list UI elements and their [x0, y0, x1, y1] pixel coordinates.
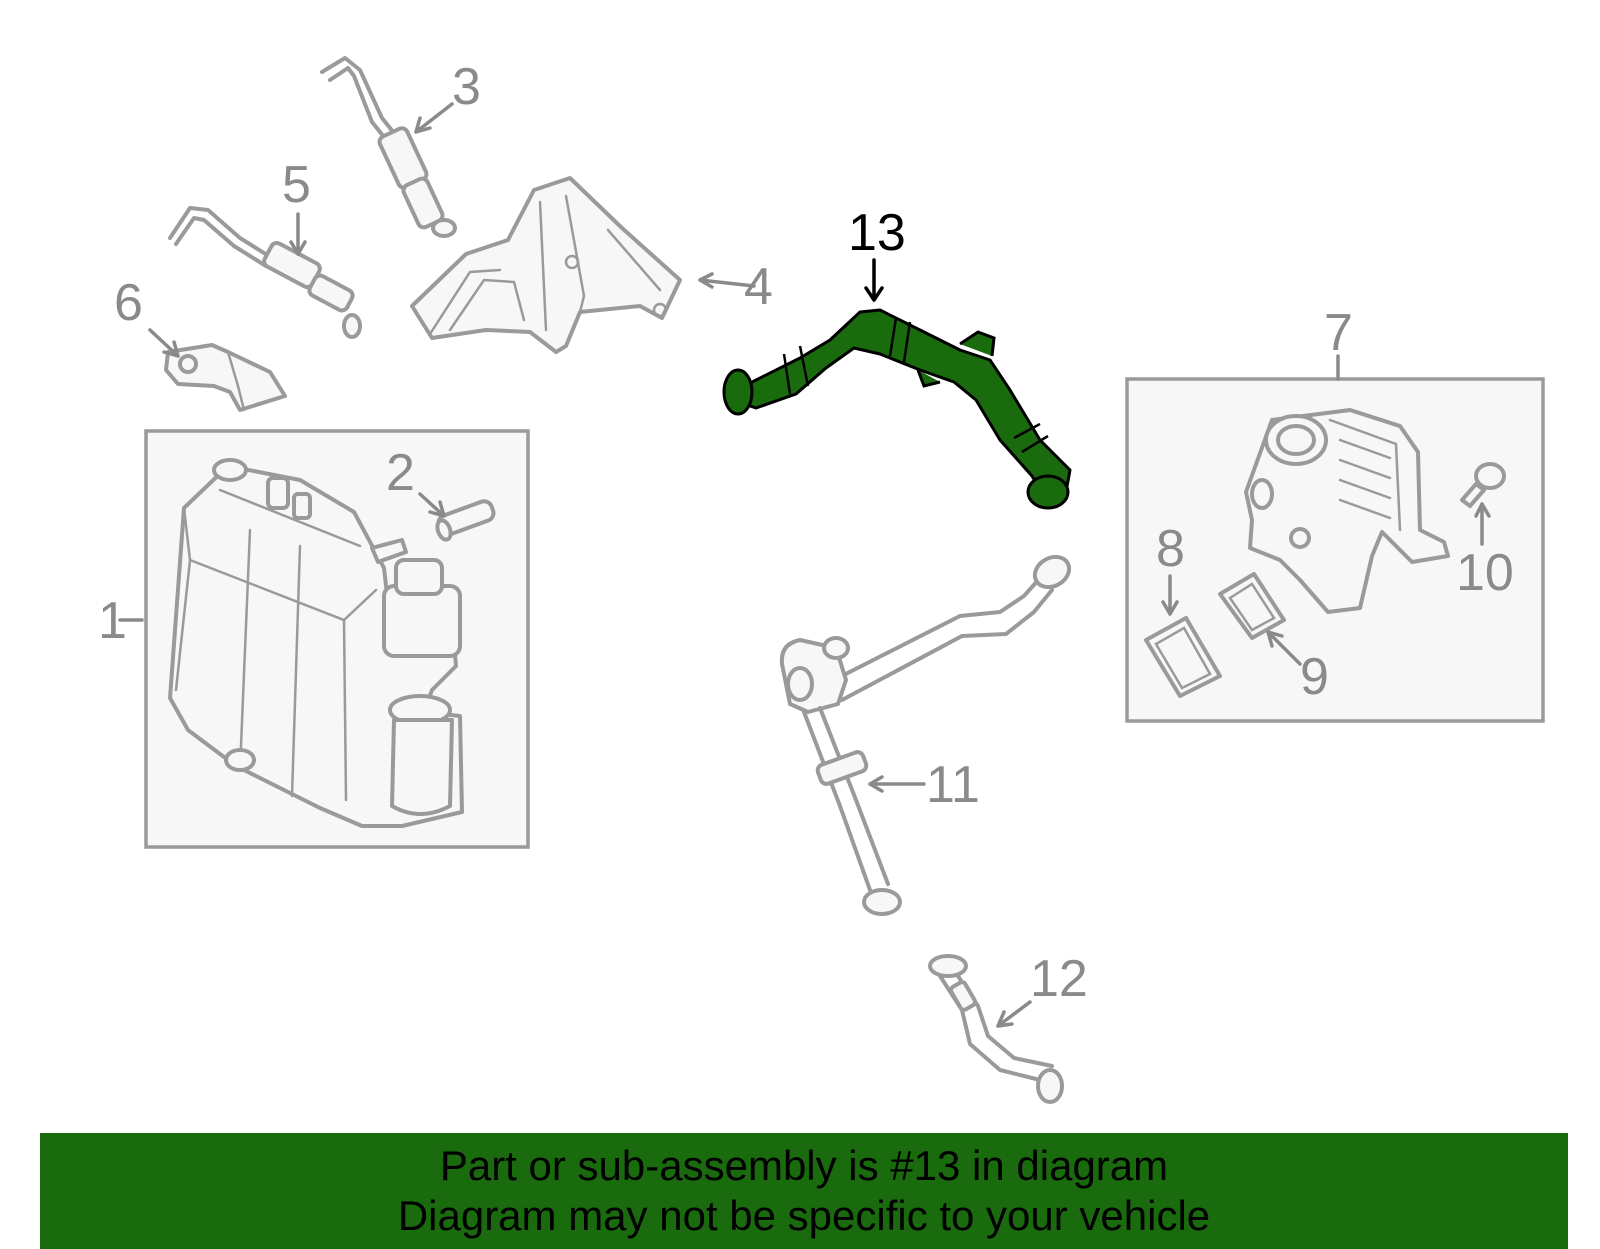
callout-10: 10 — [1456, 544, 1514, 602]
part-11-breather-pipe — [779, 554, 1072, 916]
part-9-gasket — [1218, 572, 1286, 640]
part-4-heat-shield — [410, 176, 682, 354]
part-8-gasket — [1144, 616, 1222, 698]
part-6-bracket — [164, 343, 287, 412]
callout-2: 2 — [386, 444, 415, 502]
leader-13 — [864, 258, 884, 302]
callout-13: 13 — [848, 204, 906, 262]
leader-3 — [414, 102, 454, 134]
part-12-hose — [928, 954, 1064, 1104]
leader-11 — [868, 775, 926, 793]
leader-lines — [118, 102, 1491, 1028]
callout-3: 3 — [452, 58, 481, 116]
part-1-canister-box — [144, 429, 530, 849]
leader-9 — [1266, 630, 1302, 666]
callout-7: 7 — [1324, 304, 1353, 362]
callout-6: 6 — [114, 274, 143, 332]
leader-8 — [1161, 574, 1179, 616]
part-3-oxygen-sensor — [320, 56, 457, 238]
part-13-vent-hose-highlighted — [722, 308, 1072, 510]
part-info-banner: Part or sub-assembly is #13 in diagram D… — [40, 1133, 1568, 1249]
callout-labels: 1 2 3 4 5 6 7 8 9 10 11 12 13 — [98, 58, 1514, 1008]
leader-5 — [289, 212, 307, 256]
banner-disclaimer-line: Diagram may not be specific to your vehi… — [397, 1192, 1211, 1239]
leader-10 — [1474, 502, 1491, 546]
leader-6 — [148, 328, 180, 358]
part-10-bolt — [1460, 462, 1506, 508]
callout-9: 9 — [1300, 648, 1329, 706]
leader-12 — [996, 1000, 1032, 1028]
leader-2 — [418, 492, 446, 518]
part-2-pipe — [435, 499, 496, 542]
callout-5: 5 — [282, 156, 311, 214]
callout-4: 4 — [744, 258, 773, 316]
banner-part-line: Part or sub-assembly is #13 in diagram — [439, 1142, 1169, 1189]
callout-1: 1 — [98, 592, 127, 650]
callout-11: 11 — [926, 756, 980, 814]
callout-12: 12 — [1030, 950, 1088, 1008]
callout-8: 8 — [1156, 520, 1185, 578]
leader-4 — [698, 272, 756, 289]
part-5-oxygen-sensor — [168, 206, 362, 339]
